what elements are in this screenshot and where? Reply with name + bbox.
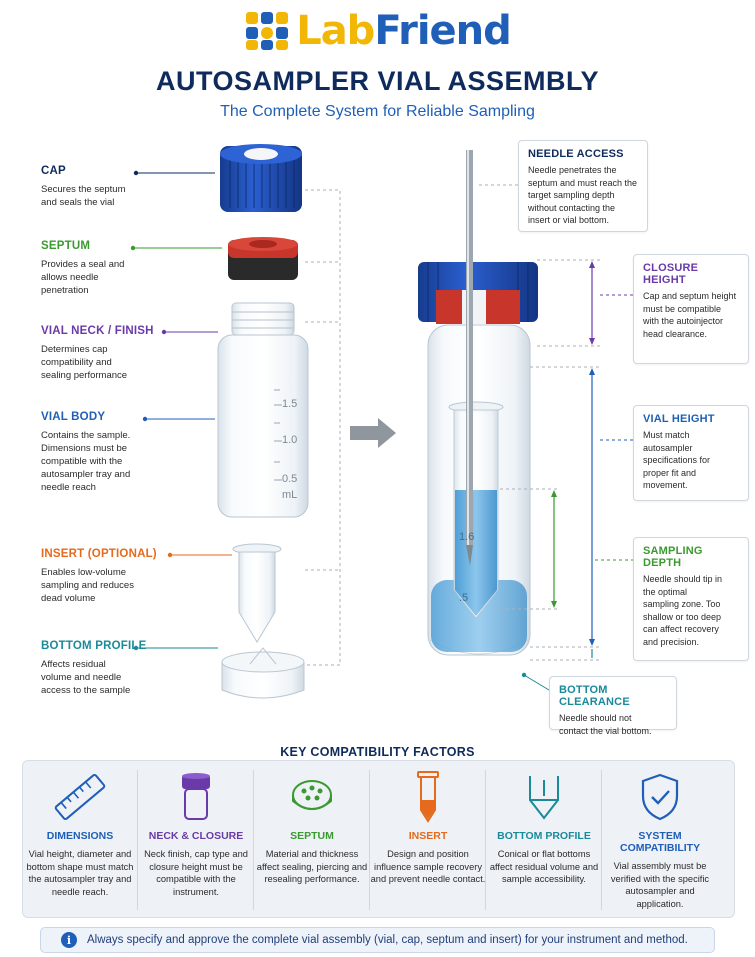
- bottom-profile-icon: [529, 776, 559, 820]
- callout-needle-access-desc: Needle penetrates the septum and must re…: [528, 165, 638, 225]
- label-septum: SEPTUM Provides a seal and allows needle…: [41, 240, 156, 297]
- factor-system-compatibility-desc: Vial assembly must be verified with the …: [610, 861, 710, 909]
- page-title: AUTOSAMPLER VIAL ASSEMBLY: [155, 66, 600, 96]
- septum-part: [228, 237, 298, 280]
- cap-connector-dot: [133, 170, 139, 176]
- callout-sampling-depth: SAMPLING DEPTH Needle should tip in the …: [633, 537, 749, 661]
- factor-insert: INSERT Design and position influence sam…: [370, 766, 486, 914]
- label-bottom: BOTTOM PROFILE Affects residual volume a…: [41, 640, 156, 697]
- callout-vial-height-title: VIAL HEIGHT: [643, 413, 715, 425]
- cap-part: [220, 144, 302, 212]
- factor-divider: [137, 770, 138, 910]
- factor-dimensions-title: DIMENSIONS: [46, 830, 114, 842]
- callout-bottom-clearance: BOTTOM CLEARANCE Needle should not conta…: [549, 676, 677, 736]
- callout-closure-height-desc: Cap and septum height must be compatible…: [643, 291, 737, 339]
- vial-assembly-diagram: [130, 144, 633, 699]
- factor-neck-closure-desc: Neck finish, cap type and closure height…: [144, 849, 248, 897]
- label-body-title: VIAL BODY: [41, 411, 106, 423]
- body-connector-dot: [142, 416, 148, 422]
- label-neck-title: VIAL NECK / FINISH: [41, 325, 154, 337]
- factor-bottom-profile-desc: Conical or flat bottoms affect residual …: [489, 849, 599, 884]
- label-body-desc: Contains the sample. Dimensions must be …: [41, 430, 131, 493]
- factors-title: KEY COMPATIBILITY FACTORS: [280, 745, 475, 759]
- factors-panel: [22, 760, 735, 918]
- insert-icon: [417, 771, 439, 823]
- label-cap-title: CAP: [41, 165, 66, 177]
- label-neck-desc: Determines cap compatibility and sealing…: [41, 344, 128, 381]
- label-body: VIAL BODY Contains the sample. Dimension…: [41, 411, 156, 494]
- assembled-vial: [418, 262, 538, 656]
- callout-needle-access-title: NEEDLE ACCESS: [528, 148, 624, 160]
- bottom-profile-part: [221, 647, 305, 699]
- factor-divider: [369, 770, 370, 910]
- needle: [466, 150, 473, 566]
- info-icon: i: [61, 932, 77, 948]
- factor-septum-desc: Material and thickness affect sealing, p…: [256, 849, 368, 884]
- factor-divider: [485, 770, 486, 910]
- grad-0-5: 0.5: [282, 473, 298, 485]
- label-bottom-title: BOTTOM PROFILE: [41, 640, 147, 652]
- callout-vial-height-desc: Must match autosampler specifications fo…: [643, 430, 711, 490]
- bottom-clearance-leader: [523, 674, 550, 691]
- vial-part: [217, 302, 309, 518]
- logo-text: LabFriend: [296, 8, 512, 54]
- factor-insert-desc: Design and position influence sample rec…: [370, 849, 486, 884]
- label-insert: INSERT (OPTIONAL) Enables low-volume sam…: [41, 548, 171, 605]
- callout-bottom-clearance-desc: Needle should not contact the vial botto…: [559, 713, 652, 736]
- assembled-grad-2: .5: [459, 592, 469, 604]
- factor-dimensions: DIMENSIONS Vial height, diameter and bot…: [22, 766, 138, 914]
- ruler-icon: [54, 773, 106, 821]
- logo-mark-icon: [246, 12, 289, 50]
- factor-system-compatibility-title: SYSTEM COMPATIBILITY: [620, 830, 701, 854]
- logo-friend: Friend: [374, 8, 511, 54]
- label-insert-title: INSERT (OPTIONAL): [41, 548, 157, 560]
- factor-system-compatibility: SYSTEM COMPATIBILITY Vial assembly must …: [602, 766, 718, 914]
- septum-connector-dot: [130, 245, 136, 251]
- shield-check-icon: [641, 773, 679, 821]
- callout-closure-height: CLOSURE HEIGHT Cap and septum height mus…: [633, 254, 749, 364]
- assembly-arrow: [350, 418, 396, 448]
- assembled-grad-1: 1.6: [459, 531, 475, 543]
- label-cap: CAP Secures the septum and seals the via…: [41, 165, 156, 209]
- info-note: i Always specify and approve the complet…: [40, 927, 715, 953]
- label-septum-title: SEPTUM: [41, 240, 91, 252]
- insert-part: [232, 543, 282, 643]
- label-cap-desc: Secures the septum and seals the vial: [41, 184, 126, 208]
- factor-divider: [601, 770, 602, 910]
- factor-divider: [253, 770, 254, 910]
- exploded-bracket: [305, 189, 341, 666]
- page-subtitle: The Complete System for Reliable Samplin…: [220, 103, 535, 120]
- info-note-text: Always specify and approve the complete …: [87, 934, 688, 946]
- factor-septum-title: SEPTUM: [290, 830, 334, 842]
- grad-1-0: 1.0: [282, 434, 298, 446]
- callout-needle-access: NEEDLE ACCESS Needle penetrates the sept…: [518, 140, 648, 232]
- neck-connector-dot: [161, 329, 167, 335]
- label-bottom-desc: Affects residual volume and needle acces…: [41, 659, 131, 696]
- callout-sampling-depth-title: SAMPLING DEPTH: [643, 545, 703, 569]
- factor-bottom-profile: BOTTOM PROFILE Conical or flat bottoms a…: [486, 766, 602, 914]
- insert-connector-dot: [167, 552, 173, 558]
- factor-bottom-profile-title: BOTTOM PROFILE: [497, 830, 591, 842]
- septum-icon: [292, 780, 332, 810]
- label-insert-desc: Enables low-volume sampling and reduces …: [41, 567, 134, 604]
- label-neck: VIAL NECK / FINISH Determines cap compat…: [41, 325, 166, 382]
- factor-neck-closure: NECK & CLOSURE Neck finish, cap type and…: [138, 766, 254, 914]
- grad-unit: mL: [282, 489, 298, 501]
- logo-lab: Lab: [296, 8, 375, 54]
- factor-insert-title: INSERT: [408, 830, 448, 842]
- vial-cap-icon: [182, 773, 210, 820]
- bottom-connector-dot: [133, 645, 139, 651]
- grad-1-5: 1.5: [282, 398, 298, 410]
- callout-sampling-depth-desc: Needle should tip in the optimal samplin…: [643, 574, 723, 647]
- callout-closure-height-title: CLOSURE HEIGHT: [643, 262, 699, 286]
- brand-logo: LabFriend: [0, 6, 755, 56]
- label-septum-desc: Provides a seal and allows needle penetr…: [41, 259, 125, 296]
- callout-vial-height: VIAL HEIGHT Must match autosampler speci…: [633, 405, 749, 501]
- factor-septum: SEPTUM Material and thickness affect sea…: [254, 766, 370, 914]
- factor-dimensions-desc: Vial height, diameter and bottom shape m…: [26, 849, 134, 897]
- callout-bottom-clearance-title: BOTTOM CLEARANCE: [559, 684, 630, 708]
- factor-neck-closure-title: NECK & CLOSURE: [148, 830, 244, 842]
